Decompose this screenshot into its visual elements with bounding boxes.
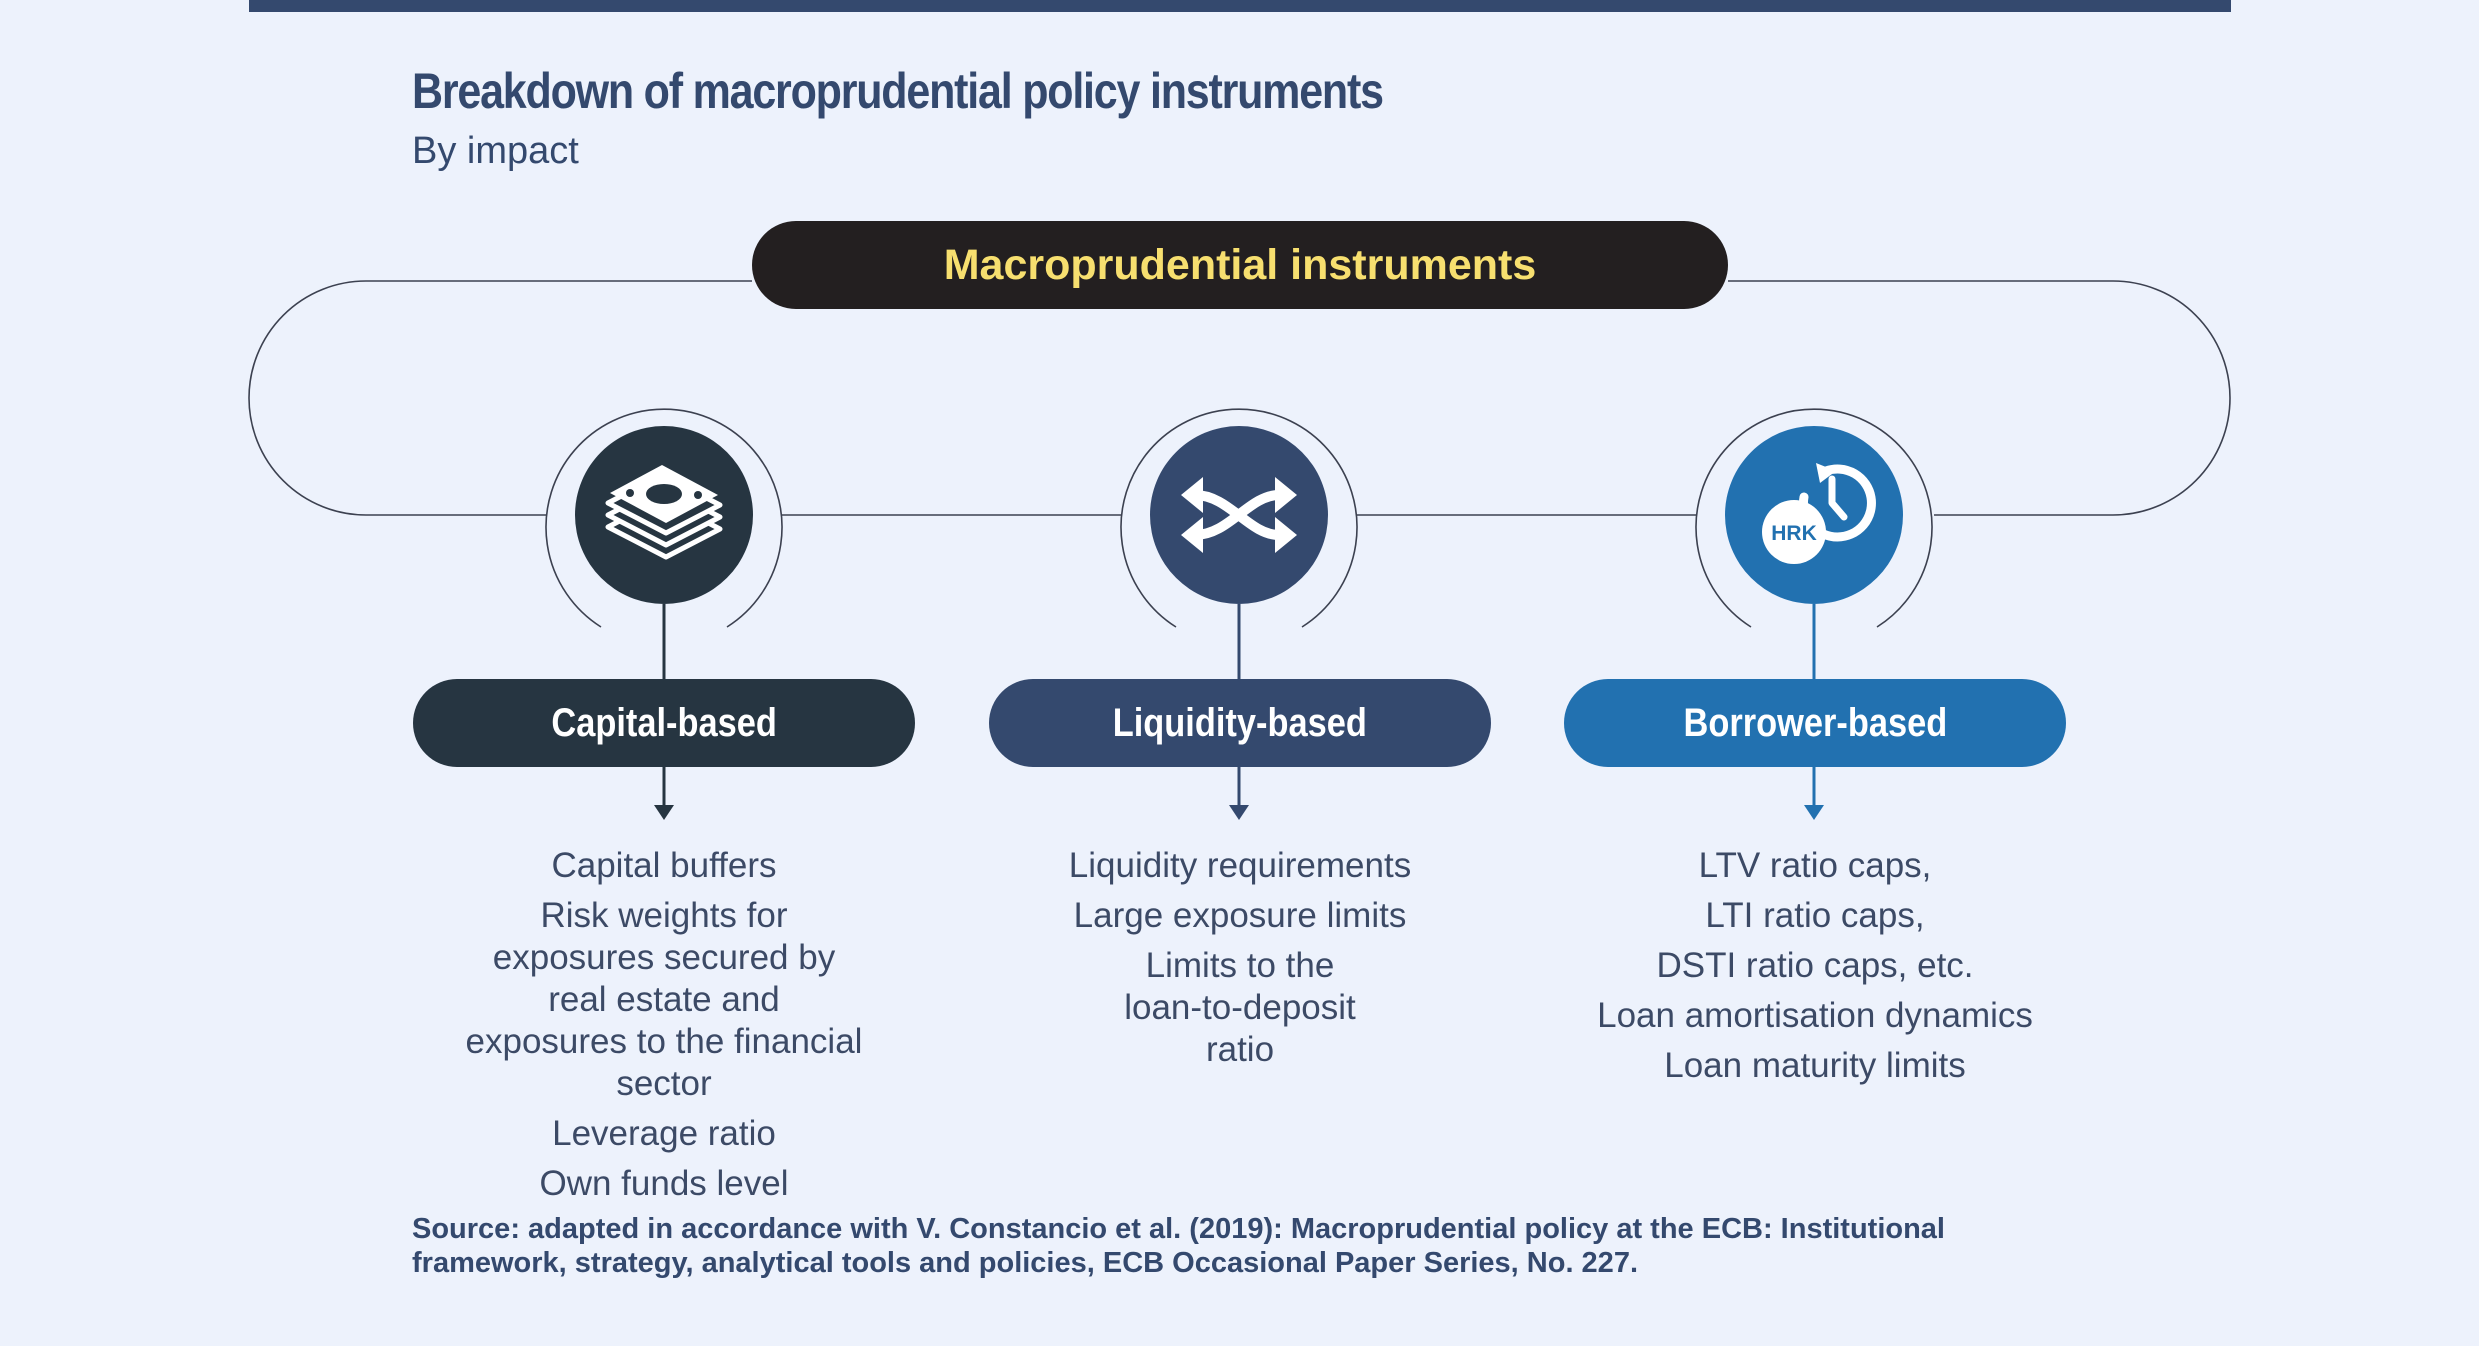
root-node: Macroprudential instruments [752, 221, 1728, 309]
list-item: Large exposure limits [1073, 896, 1407, 935]
liquidity-instruments-list: Liquidity requirements Large exposure li… [990, 845, 1490, 1079]
category-capital-based: Capital-based [413, 679, 915, 767]
list-item: LTV ratio caps, [1698, 846, 1932, 885]
page-subtitle: By impact [412, 130, 579, 172]
list-item: DSTI ratio caps, etc. [1656, 946, 1974, 985]
category-liquidity-based: Liquidity-based [989, 679, 1491, 767]
category-capital-label: Capital-based [551, 700, 777, 745]
outer-loop-left [248, 280, 752, 516]
ring-borrower [1695, 408, 1933, 628]
ring-capital [545, 408, 783, 628]
arrow-head-capital [654, 805, 674, 820]
list-item: LTI ratio caps, [1705, 896, 1925, 935]
page-title: Breakdown of macroprudential policy inst… [412, 63, 1384, 119]
outer-loop-right [1728, 280, 2231, 516]
top-accent-bar [249, 0, 2231, 12]
category-liquidity-label: Liquidity-based [1112, 700, 1368, 745]
clock-currency-icon [1762, 463, 1876, 564]
list-item: Leverage ratio [552, 1114, 776, 1153]
root-node-label: Macroprudential instruments [943, 240, 1537, 289]
borrower-instruments-list: LTV ratio caps, LTI ratio caps, DSTI rat… [1565, 845, 2065, 1095]
source-note: Source: adapted in accordance with V. Co… [412, 1213, 1945, 1279]
shuffle-arrows-icon [1181, 477, 1297, 553]
list-item: Limits to the loan-to-deposit ratio [1124, 946, 1356, 1069]
list-item: Loan amortisation dynamics [1597, 996, 2033, 1035]
ring-liquidity [1120, 408, 1358, 628]
list-item: Risk weights for exposures secured by re… [465, 896, 863, 1103]
list-item: Capital buffers [551, 846, 777, 885]
arrow-head-liquidity [1229, 805, 1249, 820]
list-item: Own funds level [539, 1164, 789, 1203]
capital-instruments-list: Capital buffers Risk weights for exposur… [414, 845, 914, 1213]
category-borrower-label: Borrower-based [1683, 700, 1947, 745]
currency-label: HRK [1771, 522, 1817, 545]
list-item: Loan maturity limits [1664, 1046, 1966, 1085]
list-item: Liquidity requirements [1068, 846, 1412, 885]
money-stack-icon [605, 465, 723, 560]
category-borrower-based: Borrower-based [1564, 679, 2066, 767]
arrow-head-borrower [1804, 805, 1824, 820]
